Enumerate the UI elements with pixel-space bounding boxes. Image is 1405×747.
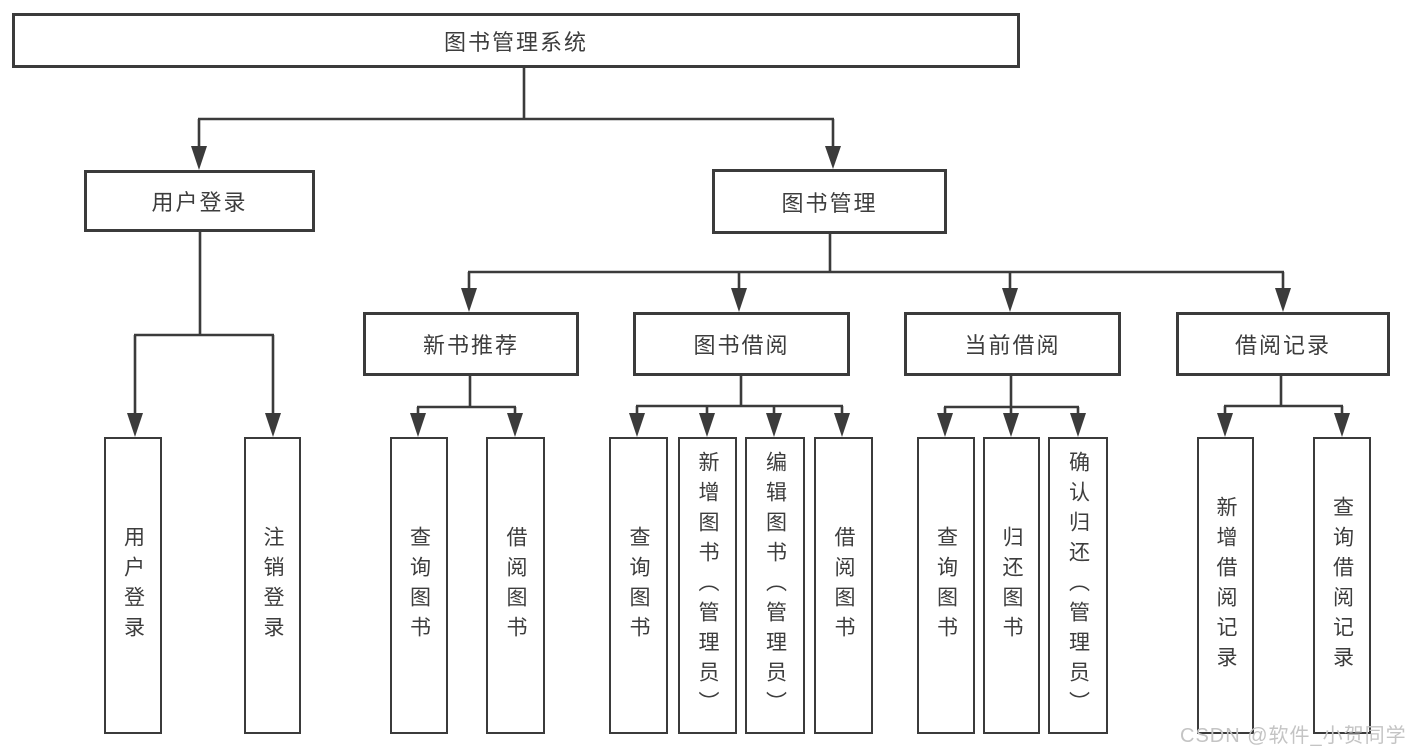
- arrow-down-icon: [699, 413, 715, 437]
- arrow-down-icon: [1275, 288, 1291, 312]
- leaf-user-login: 用户登录: [104, 437, 162, 734]
- node-label: 图书借阅: [693, 333, 790, 358]
- csdn-watermark: CSDN @软件_小贺同学: [1180, 725, 1405, 747]
- arrow-down-icon: [937, 413, 953, 437]
- leaf-label: 新增借阅记录: [1214, 495, 1237, 676]
- leaf-label: 借阅图书: [832, 525, 855, 646]
- arrow-down-icon: [127, 413, 143, 437]
- connector-borrowrec-to-leaves: [1223, 376, 1344, 420]
- leaf-query-borrow-record: 查询借阅记录: [1313, 437, 1371, 734]
- arrow-down-icon: [834, 413, 850, 437]
- node-current-borrowing: 当前借阅: [904, 312, 1121, 376]
- node-borrowing-records: 借阅记录: [1176, 312, 1390, 376]
- connector-bookmgmt-to-level3: [467, 234, 1285, 295]
- leaf-query-books-current: 查询图书: [917, 437, 975, 734]
- arrow-down-icon: [629, 413, 645, 437]
- leaf-label: 确认归还（管理员）: [1066, 450, 1090, 721]
- connector-curborrow-to-leaves: [943, 376, 1080, 420]
- arrow-down-icon: [461, 288, 477, 312]
- arrow-down-icon: [1003, 413, 1019, 437]
- node-book-borrowing: 图书借阅: [633, 312, 850, 376]
- node-label: 当前借阅: [964, 333, 1061, 358]
- arrow-down-icon: [731, 288, 747, 312]
- arrow-down-icon: [1002, 288, 1018, 312]
- arrow-down-icon: [410, 413, 426, 437]
- arrow-down-icon: [825, 146, 841, 169]
- arrow-down-icon: [191, 146, 207, 170]
- leaf-label: 查询借阅记录: [1330, 495, 1354, 676]
- node-label: 图书管理系统: [443, 29, 588, 55]
- leaf-label: 编辑图书（管理员）: [763, 450, 787, 721]
- node-label: 用户登录: [151, 190, 248, 215]
- connector-userlogin-to-leaves: [133, 232, 275, 420]
- node-label: 图书管理: [781, 190, 878, 216]
- node-library-management-system: 图书管理系统: [12, 13, 1020, 68]
- leaf-query-books: 查询图书: [609, 437, 668, 734]
- leaf-label: 用户登录: [121, 525, 145, 646]
- leaf-label: 查询图书: [934, 525, 958, 646]
- leaf-borrow-books: 借阅图书: [814, 437, 873, 734]
- connector-newrec-to-leaves: [416, 376, 517, 420]
- connector-bookborrow-to-leaves: [635, 376, 844, 420]
- leaf-logout: 注销登录: [244, 437, 301, 734]
- arrow-down-icon: [1217, 413, 1233, 437]
- leaf-confirm-return-admin: 确认归还（管理员）: [1048, 437, 1108, 734]
- leaf-add-borrow-record: 新增借阅记录: [1197, 437, 1254, 734]
- arrow-down-icon: [1070, 413, 1086, 437]
- node-new-book-recommend: 新书推荐: [363, 312, 579, 376]
- leaf-label: 归还图书: [1000, 525, 1023, 646]
- leaf-label: 借阅图书: [504, 525, 527, 646]
- node-label: 借阅记录: [1234, 333, 1331, 358]
- node-book-management-module: 图书管理: [712, 169, 947, 234]
- leaf-add-books-admin: 新增图书（管理员）: [678, 437, 737, 734]
- leaf-return-books: 归还图书: [983, 437, 1040, 734]
- leaf-label: 查询图书: [627, 525, 650, 646]
- leaf-query-books-recommend: 查询图书: [390, 437, 448, 734]
- node-user-login-module: 用户登录: [84, 170, 315, 232]
- leaf-edit-books-admin: 编辑图书（管理员）: [745, 437, 805, 734]
- leaf-label: 查询图书: [407, 525, 431, 646]
- node-label: 新书推荐: [422, 333, 519, 358]
- arrow-down-icon: [766, 413, 782, 437]
- leaf-borrow-books-recommend: 借阅图书: [486, 437, 545, 734]
- leaf-label: 注销登录: [261, 525, 284, 646]
- arrow-down-icon: [507, 413, 523, 437]
- connector-root-to-level2: [197, 68, 835, 152]
- arrow-down-icon: [1334, 413, 1350, 437]
- leaf-label: 新增图书（管理员）: [696, 450, 719, 721]
- arrow-down-icon: [265, 413, 281, 437]
